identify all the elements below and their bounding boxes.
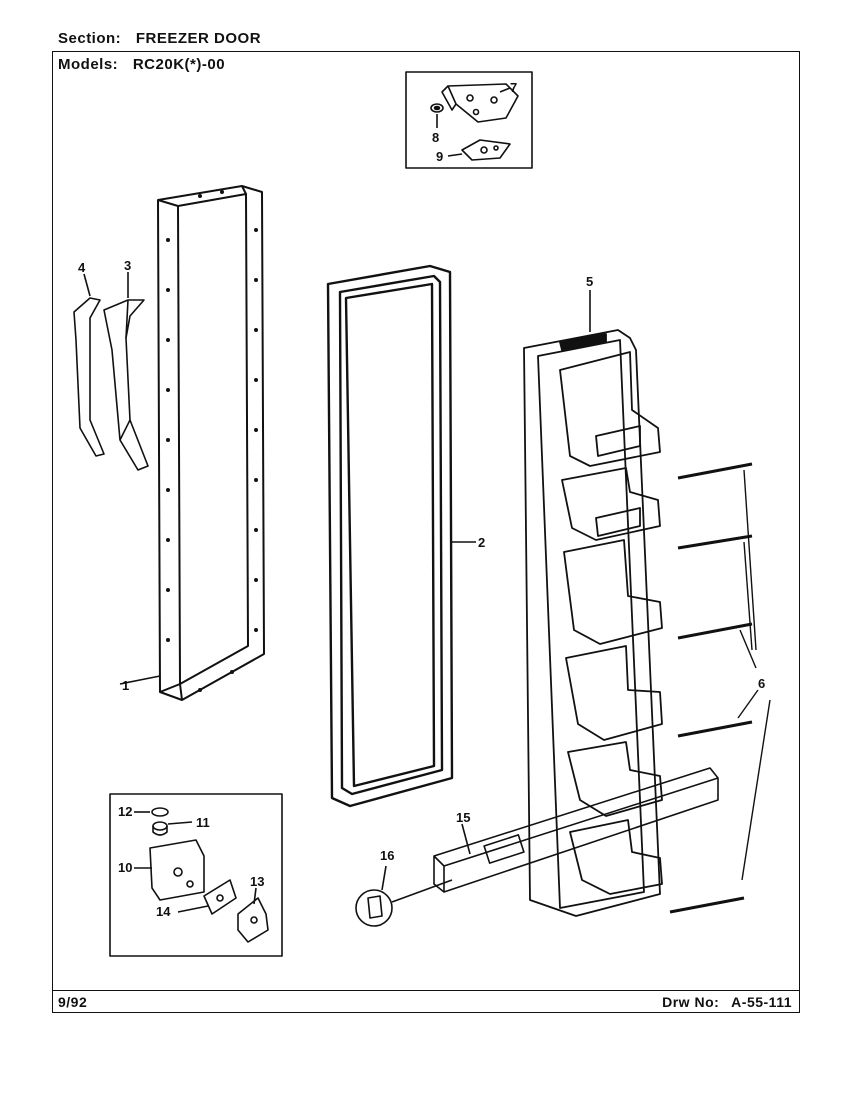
- door-liner-part: [523, 329, 663, 917]
- leader-14: [177, 905, 209, 913]
- handle-part-4: [73, 297, 105, 457]
- leader-16b: [381, 865, 387, 891]
- bushing-part: [151, 807, 169, 836]
- cam-plate-part: [203, 879, 237, 915]
- leader-1: [119, 675, 161, 685]
- callout-7: 7: [510, 80, 517, 95]
- hinge-bracket-part: [149, 839, 205, 901]
- shelf-bar-parts: [669, 462, 753, 914]
- drawing-number-line: Drw No: A-55-111: [662, 994, 792, 1010]
- end-cap-part: [355, 889, 393, 927]
- footer-divider: [52, 990, 800, 991]
- models-value: RC20K(*)-00: [132, 56, 226, 73]
- callout-15: 15: [456, 810, 470, 825]
- callout-5: 5: [586, 274, 593, 289]
- drawing-label: Drw No:: [662, 994, 720, 1010]
- leader-13: [253, 887, 257, 905]
- section-title: Section: FREEZER DOOR: [58, 30, 261, 47]
- leader-9: [447, 153, 463, 157]
- footer-date: 9/92: [58, 994, 88, 1010]
- washer-part: [430, 103, 444, 113]
- callout-12: 12: [118, 804, 132, 819]
- leader-4: [83, 273, 91, 297]
- hinge-inset-box: [405, 71, 533, 169]
- callout-1: 1: [122, 678, 129, 693]
- leader-7: [499, 87, 511, 93]
- callout-2: 2: [478, 535, 485, 550]
- bracket-inset-box: [109, 793, 283, 957]
- hinge-pin-part: [237, 897, 269, 943]
- leader-6: [737, 469, 771, 881]
- callout-3: 3: [124, 258, 131, 273]
- callout-13: 13: [250, 874, 264, 889]
- callout-14: 14: [156, 904, 171, 919]
- leader-11: [167, 821, 193, 825]
- models-line: Models: RC20K(*)-00: [58, 56, 225, 73]
- leader-16: [391, 879, 453, 903]
- section-label: Section:: [58, 30, 122, 47]
- callout-16: 16: [380, 848, 394, 863]
- callout-4: 4: [78, 260, 86, 275]
- door-panel-part: [157, 185, 265, 701]
- drawing-number: A-55-111: [731, 994, 792, 1010]
- callout-9: 9: [436, 149, 443, 164]
- callout-10: 10: [118, 860, 132, 875]
- door-gasket-part: [326, 264, 454, 808]
- shim-plate-part: [461, 139, 511, 161]
- callout-6: 6: [758, 676, 765, 691]
- section-value: FREEZER DOOR: [135, 30, 262, 47]
- callout-11: 11: [196, 815, 210, 830]
- leader-15: [461, 823, 471, 855]
- hinge-plate-part: [441, 83, 519, 123]
- models-label: Models:: [58, 56, 119, 73]
- callout-8: 8: [432, 130, 439, 145]
- handle-part-3: [103, 299, 149, 471]
- panel-screw-holes: [166, 190, 258, 692]
- diagram-frame: [52, 51, 800, 1013]
